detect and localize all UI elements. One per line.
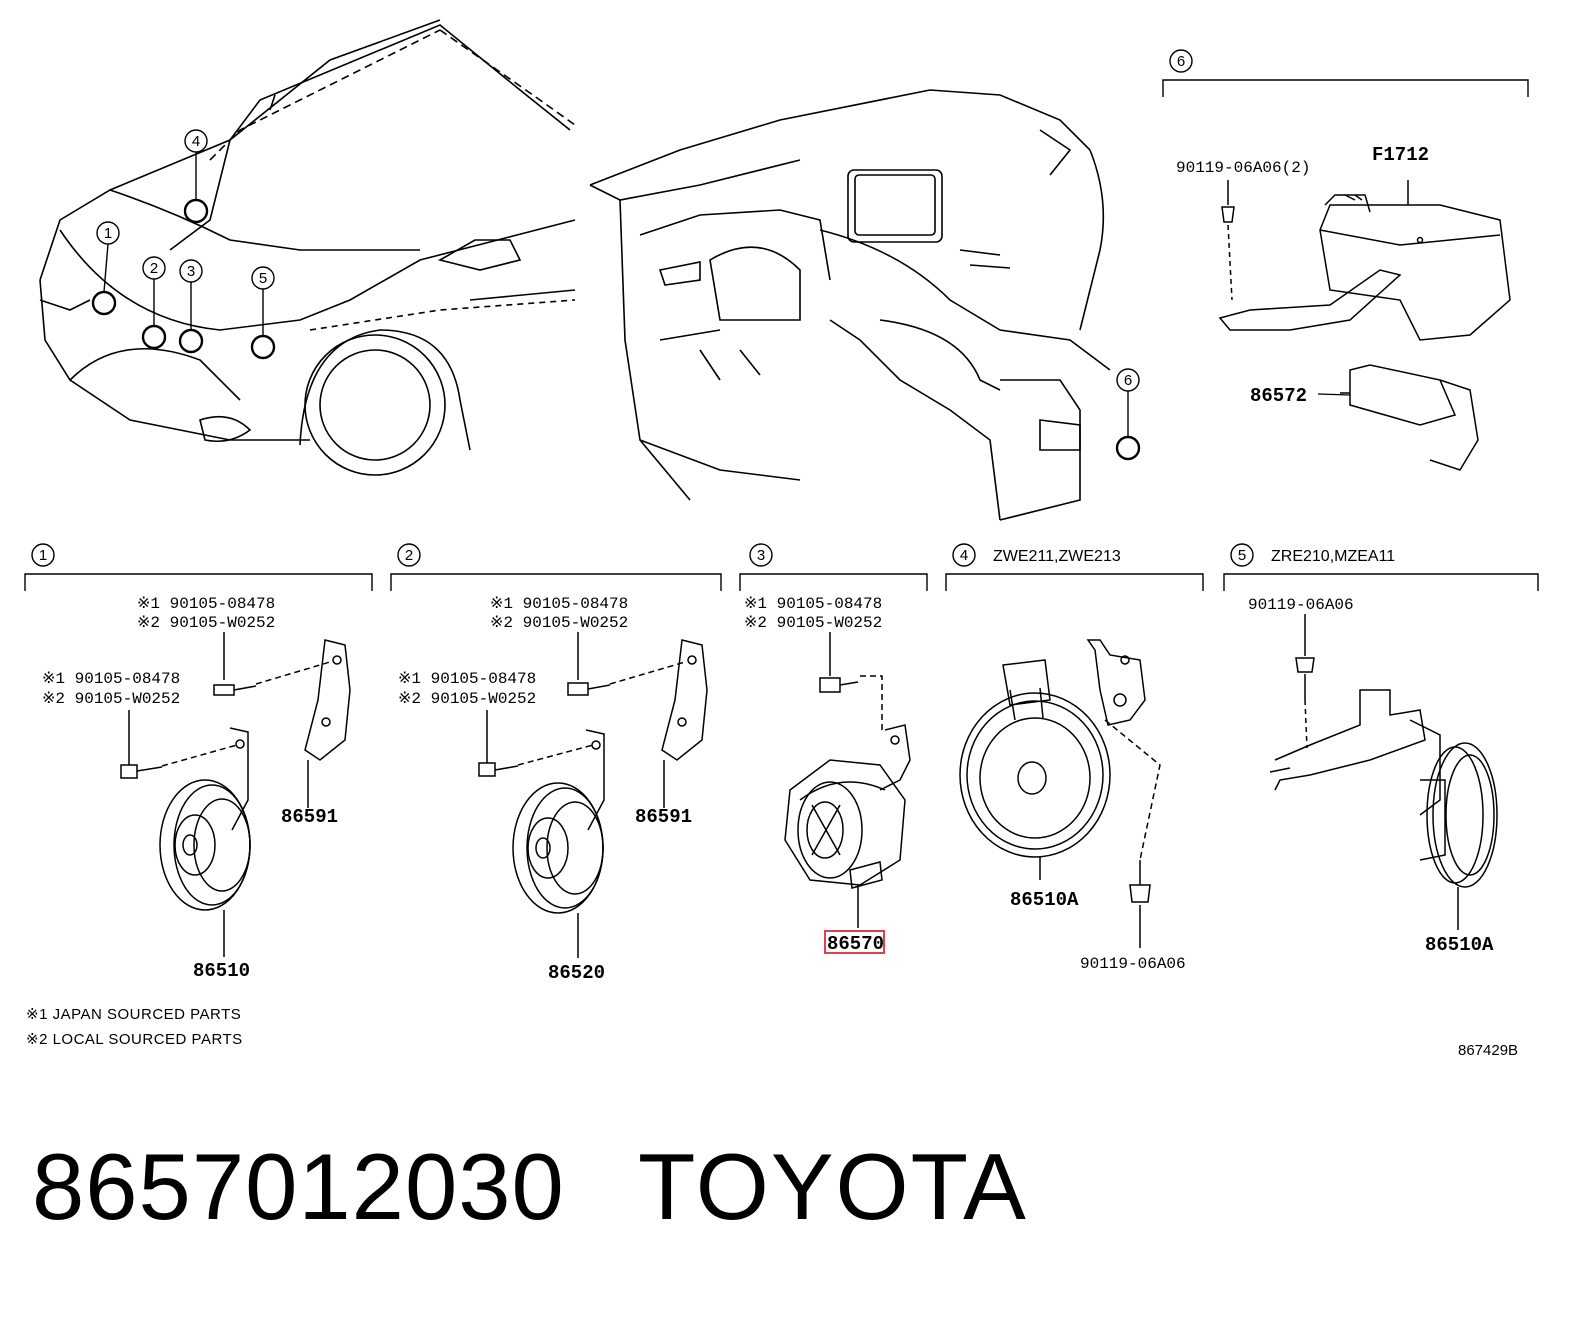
section-frames [24,543,1539,591]
s1-bracket-label: 86591 [281,806,338,828]
s2-horn-assembly [478,632,708,958]
callout-3-label: 3 [187,263,195,280]
s5-horn-assembly [1269,614,1498,930]
section-1-number: 1 [39,547,47,564]
s5-bolt-label: 90119-06A06 [1248,596,1354,614]
control-module-assembly [1218,180,1511,471]
footer-brand: TOYOTA [638,1134,1028,1239]
section-6-cover-label: F1712 [1372,144,1429,166]
s4-horn-label: 86510A [1010,889,1079,911]
s3-part-highlight [824,930,885,954]
section-3-number: 3 [757,547,765,564]
callout-group-car [91,129,276,360]
s4-bolt-label: 90119-06A06 [1080,955,1186,973]
s5-horn-label: 86510A [1425,934,1494,956]
section-6-bolt-label: 90119-06A06(2) [1176,159,1310,177]
s2-horn-label: 86520 [548,962,605,984]
callout-1-label: 1 [104,225,112,242]
s2-bolt-b-line1: ※1 90105-08478 [398,670,536,688]
footer-part-number: 8657012030 [32,1134,565,1239]
callout-2-label: 2 [150,260,158,277]
section-6-number: 6 [1177,53,1185,70]
s3-bolt-a-line2: ※2 90105-W0252 [744,614,882,632]
s3-bolt-a-line1: ※1 90105-08478 [744,595,882,613]
s4-horn-assembly [959,639,1161,948]
s1-horn-assembly [120,632,351,957]
s2-bolt-a-line1: ※1 90105-08478 [490,595,628,613]
callout-group-dash [1115,368,1141,461]
section-4-number: 4 [960,547,968,564]
s2-bolt-b-line2: ※2 90105-W0252 [398,690,536,708]
section-4-models: ZWE211,ZWE213 [993,548,1121,565]
s3-horn-assembly [784,632,911,928]
section-6-bracket [1162,49,1529,97]
diagram-id: 867429B [1458,1042,1519,1059]
s1-bolt-b-line2: ※2 90105-W0252 [42,690,180,708]
section-6-module-label: 86572 [1250,385,1307,407]
section-6-leader [1317,393,1351,396]
callout-5-label: 5 [259,270,267,287]
s1-horn-label: 86510 [193,960,250,982]
section-5-number: 5 [1238,547,1246,564]
s2-bracket-label: 86591 [635,806,692,828]
section-5-models: ZRE210,MZEA11 [1271,548,1395,565]
car-front-illustration [39,19,576,476]
s3-part-label: 86570 [827,933,884,955]
legend-note-2: ※2 LOCAL SOURCED PARTS [26,1031,243,1048]
legend-note-1: ※1 JAPAN SOURCED PARTS [26,1006,242,1023]
s2-bolt-a-line2: ※2 90105-W0252 [490,614,628,632]
s1-bolt-b-line1: ※1 90105-08478 [42,670,180,688]
callout-6-label: 6 [1124,372,1132,389]
section-2-number: 2 [405,547,413,564]
parts-diagram: 4 1 2 3 5 6 6 90119-06A06(2) F1712 86572 [24,19,1539,984]
callout-4-label: 4 [192,133,200,150]
s1-bolt-a-line1: ※1 90105-08478 [137,595,275,613]
dashboard-illustration [589,89,1111,521]
s1-bolt-a-line2: ※2 90105-W0252 [137,614,275,632]
